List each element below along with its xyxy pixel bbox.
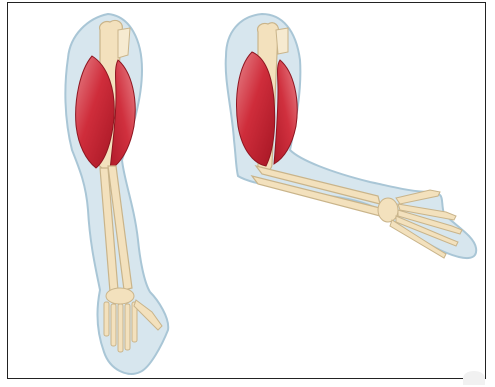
flexed-arm — [226, 14, 477, 258]
corner-shadow — [463, 371, 485, 385]
biceps-tendon-flexed — [276, 28, 288, 54]
extended-arm — [65, 14, 168, 374]
biceps-tendon — [118, 28, 130, 58]
